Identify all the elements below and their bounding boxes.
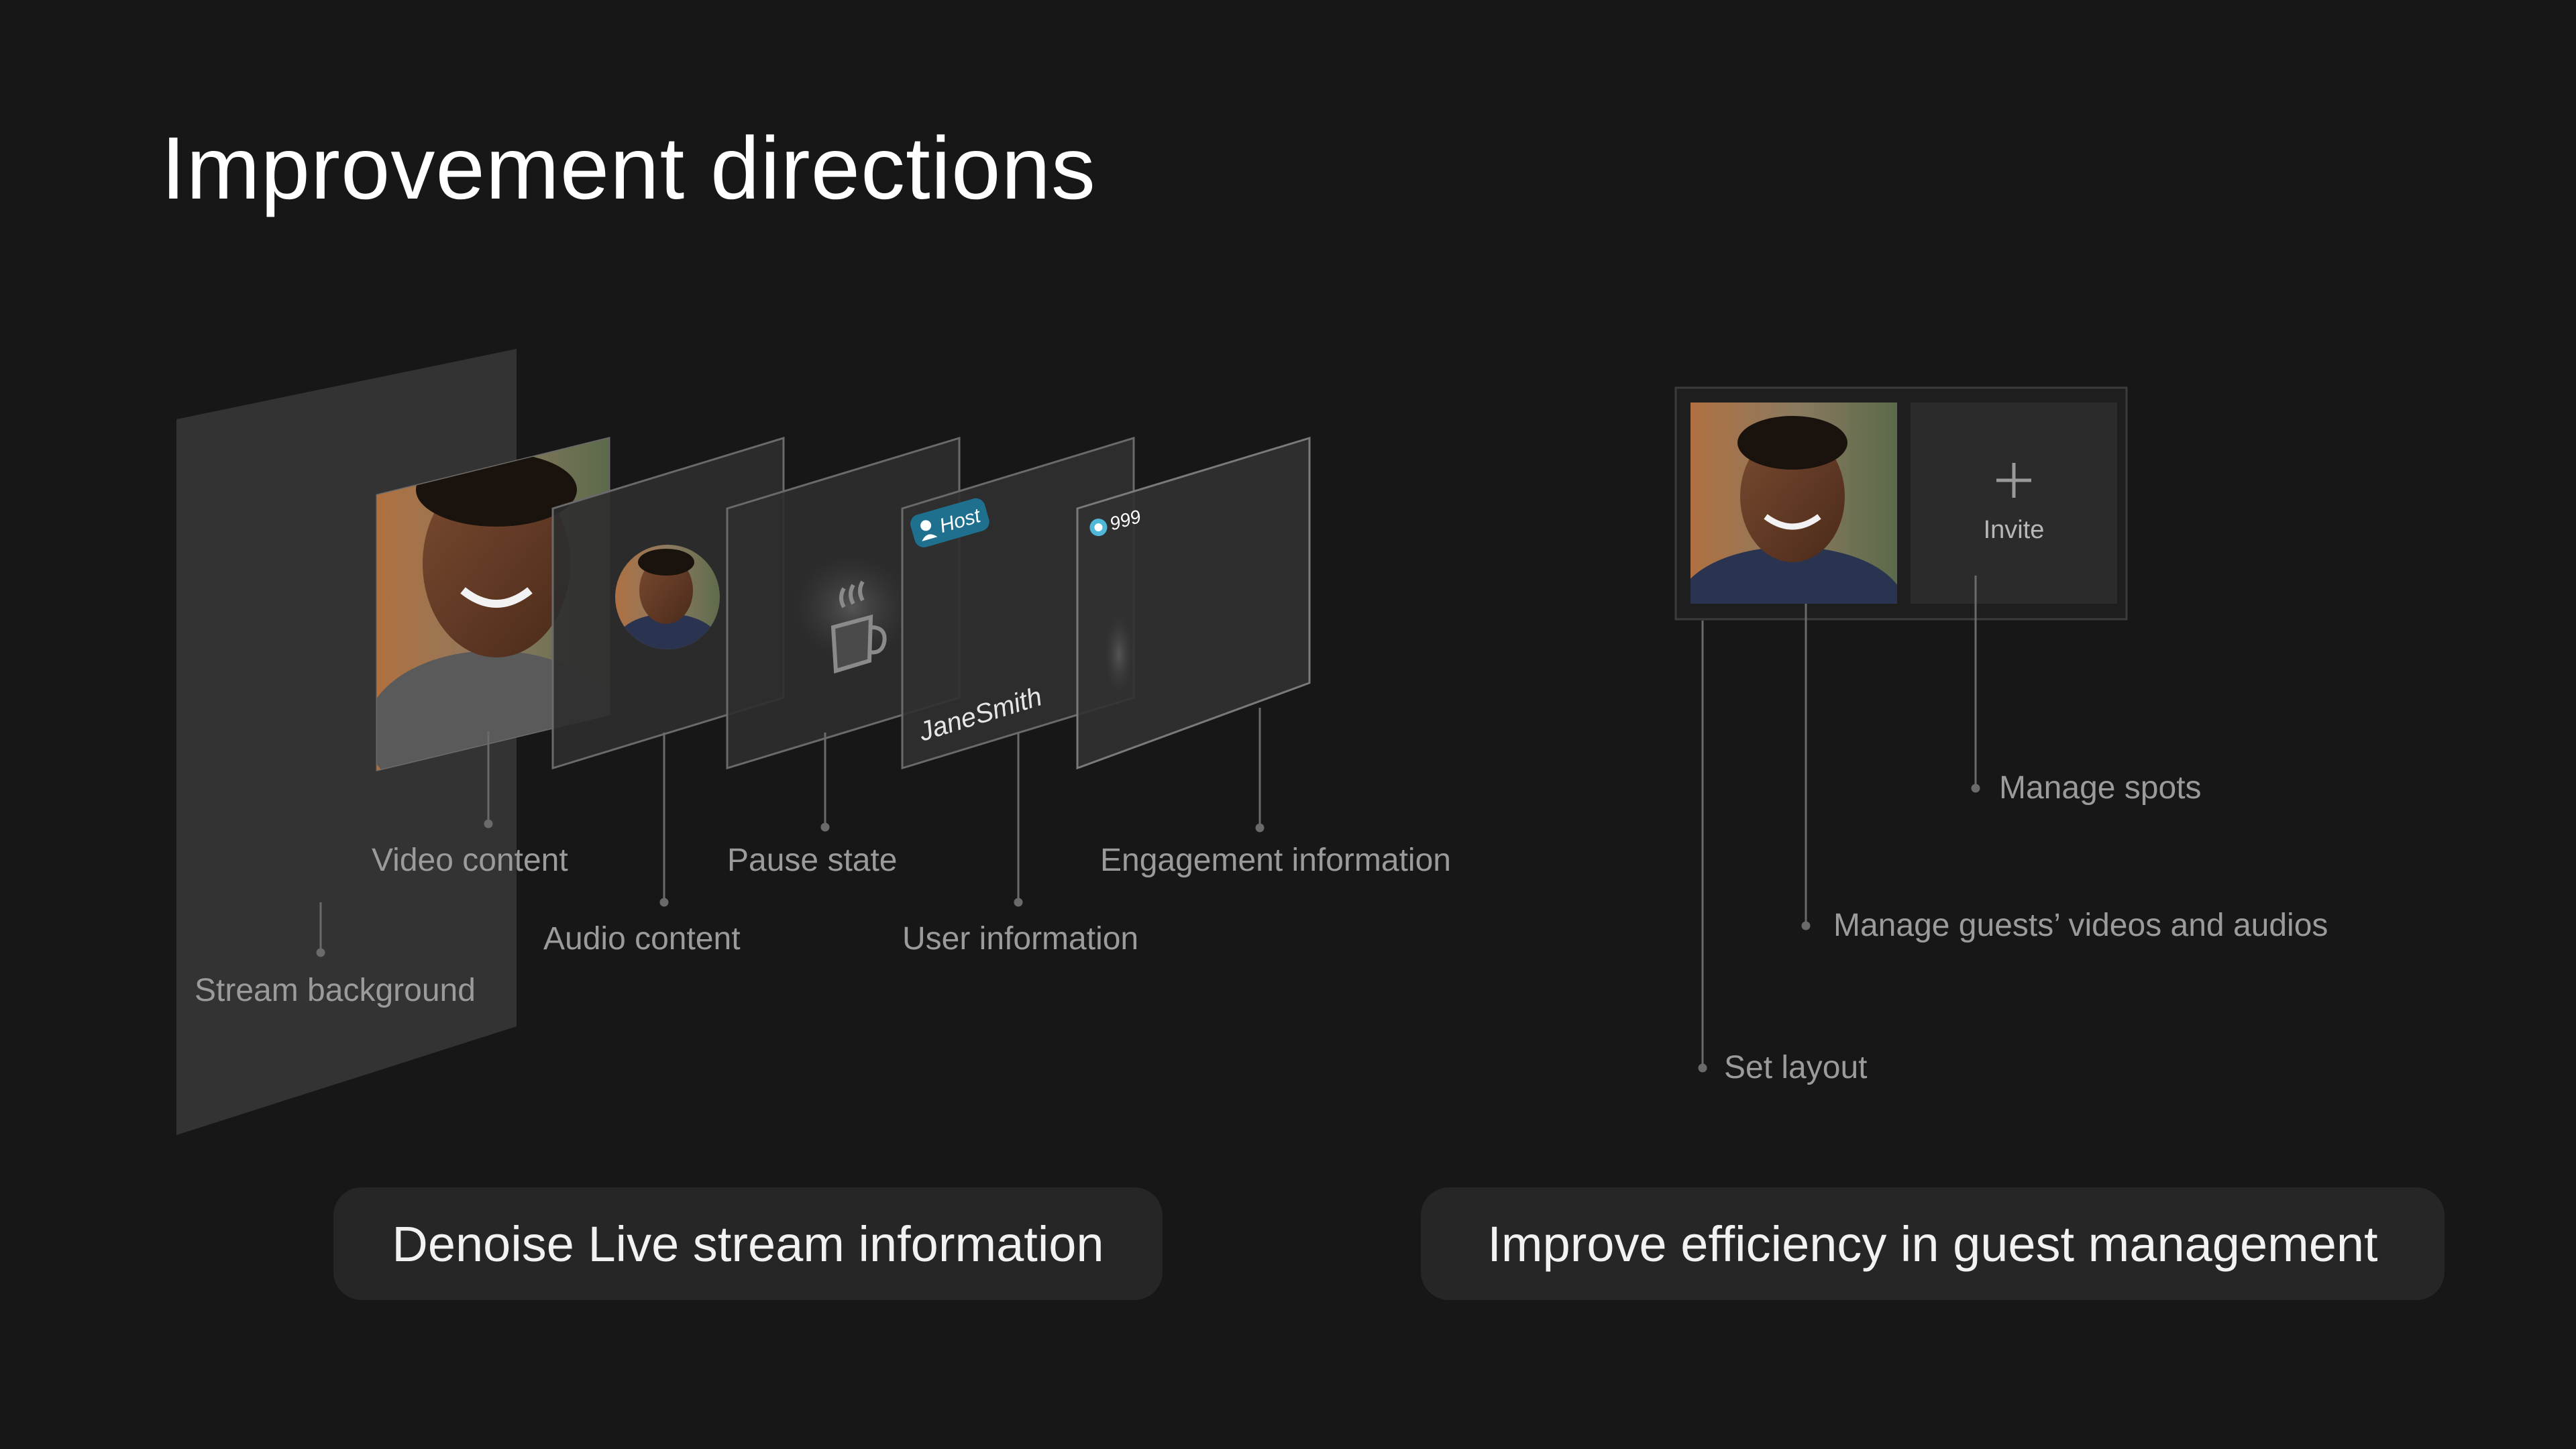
eye-icon [1089, 519, 1108, 537]
coffee-cup-icon [830, 580, 887, 674]
label-stream-background: Stream background [195, 973, 476, 1008]
invite-label: Invite [1984, 516, 2045, 544]
invite-slot[interactable]: Invite [1911, 402, 2117, 604]
page-title: Improvement directions [161, 119, 1096, 217]
label-video-content: Video content [372, 843, 568, 878]
person-photo [1690, 402, 1897, 604]
label-set-layout: Set layout [1724, 1050, 1867, 1085]
right-connectors [1698, 576, 1980, 1073]
caption-guest-management: Improve efficiency in guest management [1421, 1187, 2445, 1300]
left-connectors [316, 708, 1265, 957]
label-manage-guests: Manage guests’ videos and audios [1833, 908, 2328, 943]
caption-denoise: Denoise Live stream information [333, 1187, 1163, 1300]
label-manage-spots: Manage spots [1999, 770, 2202, 806]
audio-content-layer [551, 436, 785, 770]
label-user-information: User information [902, 921, 1138, 957]
label-engagement-information: Engagement information [1100, 843, 1451, 878]
user-icon [920, 520, 938, 541]
person-photo [615, 545, 720, 649]
engagement-information-layer: 999 [1076, 436, 1311, 770]
label-pause-state: Pause state [727, 843, 898, 878]
label-audio-content: Audio content [543, 921, 741, 957]
plus-icon [1996, 463, 2031, 498]
